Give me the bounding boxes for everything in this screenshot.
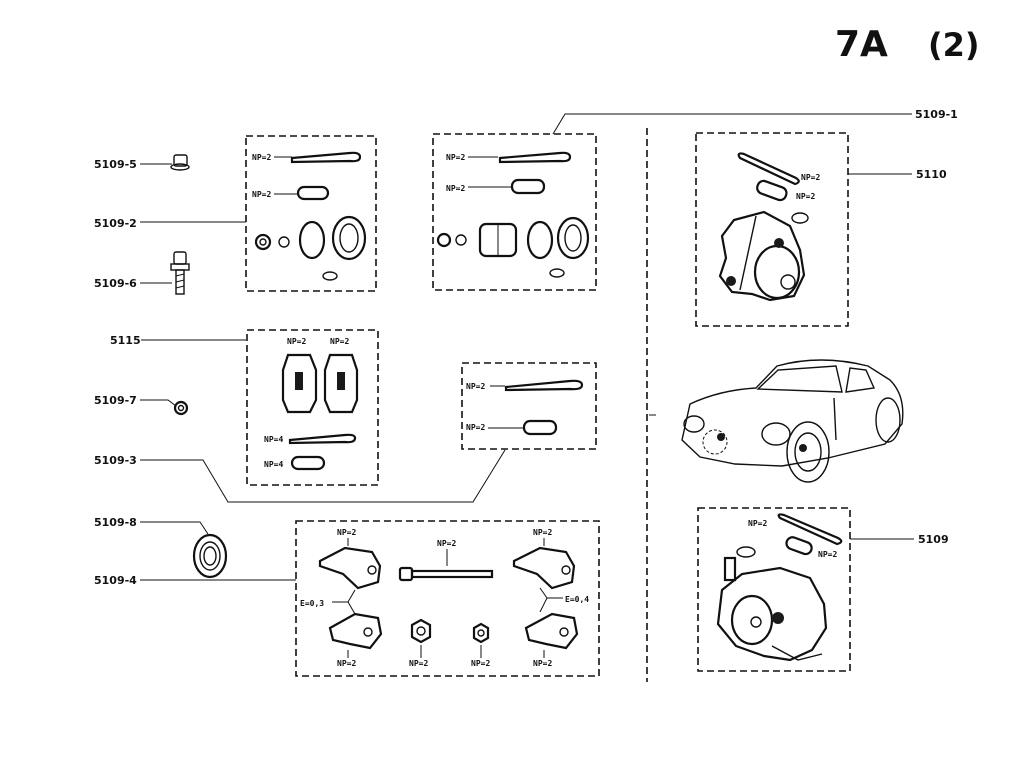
svg-text:NP=2: NP=2 [796, 192, 815, 201]
svg-text:5109-2: 5109-2 [94, 217, 137, 230]
svg-text:(2): (2) [928, 26, 980, 64]
svg-text:5109-1: 5109-1 [915, 108, 958, 121]
ref-5109-2: 5109-2 [94, 217, 246, 230]
svg-text:NP=2: NP=2 [446, 153, 465, 162]
ref-5110: 5110 [848, 168, 947, 181]
svg-text:NP=2: NP=2 [533, 659, 552, 668]
assembly-box-5109: NP=2 NP=2 [697, 507, 851, 672]
svg-text:NP=2: NP=2 [337, 659, 356, 668]
ref-5109-6: 5109-6 [94, 277, 172, 290]
car-illustration [649, 359, 904, 483]
svg-text:5109-7: 5109-7 [94, 394, 137, 407]
svg-text:5109-3: 5109-3 [94, 454, 137, 467]
svg-text:NP=2: NP=2 [252, 153, 271, 162]
kit-box-5109-2: NP=2 NP=2 [245, 135, 377, 292]
svg-text:NP=2: NP=2 [748, 519, 767, 528]
svg-text:NP=2: NP=2 [801, 173, 820, 182]
svg-text:5109-6: 5109-6 [94, 277, 137, 290]
kit-box-5109-1: NP=2 NP=2 [432, 133, 597, 291]
ref-5109-4: 5109-4 [94, 574, 296, 587]
kit-box-5109-4: NP=2 NP=2 NP=2 E=0,3 E=0,4 NP=2 NP=2 NP=… [295, 520, 600, 677]
svg-text:NP=2: NP=2 [330, 337, 349, 346]
svg-text:NP=2: NP=2 [466, 382, 485, 391]
ref-5109-8: 5109-8 [94, 516, 209, 535]
svg-text:NP=2: NP=2 [437, 539, 456, 548]
svg-text:NP=2: NP=2 [409, 659, 428, 668]
svg-text:5110: 5110 [916, 168, 947, 181]
kit-box-5115: NP=2 NP=2 NP=4 NP=4 [246, 329, 379, 486]
ref-5109-1: 5109-1 [552, 108, 958, 135]
svg-text:NP=2: NP=2 [466, 423, 485, 432]
svg-text:5109: 5109 [918, 533, 949, 546]
svg-text:5109-5: 5109-5 [94, 158, 137, 171]
assembly-box-5110: NP=2 NP=2 [695, 132, 849, 327]
svg-text:NP=2: NP=2 [252, 190, 271, 199]
svg-text:5109-8: 5109-8 [94, 516, 137, 529]
svg-text:5115: 5115 [110, 334, 141, 347]
svg-text:NP=2: NP=2 [818, 550, 837, 559]
ref-5115: 5115 [110, 334, 246, 347]
svg-text:NP=2: NP=2 [533, 528, 552, 537]
svg-text:NP=2: NP=2 [287, 337, 306, 346]
svg-text:E=0,4: E=0,4 [565, 595, 589, 604]
svg-text:7A: 7A [835, 24, 888, 65]
svg-text:NP=4: NP=4 [264, 435, 283, 444]
nut-5109-7 [173, 400, 189, 416]
ref-5109-3: 5109-3 [94, 449, 506, 503]
screw-5109-6 [170, 251, 190, 295]
svg-text:E=0,3: E=0,3 [300, 599, 324, 608]
svg-text:NP=2: NP=2 [471, 659, 490, 668]
svg-text:NP=4: NP=4 [264, 460, 283, 469]
page-number: 7A (2) [835, 24, 980, 65]
svg-text:5109-4: 5109-4 [94, 574, 137, 587]
ref-5109-7: 5109-7 [94, 394, 177, 407]
bolt-head-5109-5 [170, 154, 190, 171]
svg-text:NP=2: NP=2 [337, 528, 356, 537]
kit-box-5109-3: NP=2 NP=2 [461, 362, 597, 450]
ref-5109: 5109 [850, 533, 949, 546]
svg-text:NP=2: NP=2 [446, 184, 465, 193]
ref-5109-5: 5109-5 [94, 158, 172, 171]
grommet-5109-8 [192, 533, 228, 579]
